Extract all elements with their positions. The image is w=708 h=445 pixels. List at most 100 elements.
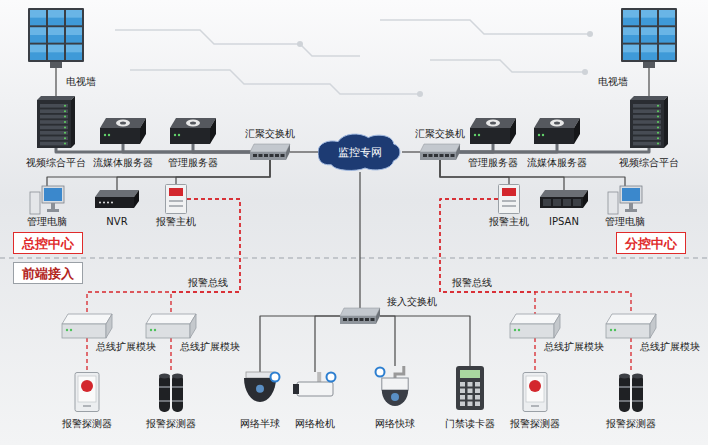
panel-part [531,405,539,407]
rack-part [630,96,668,100]
module-part [510,324,554,338]
ipsan-part [583,190,588,208]
device-label: 流媒体服务器 [93,157,153,169]
device-label: 网络枪机 [295,418,335,430]
bullet-icon [293,372,337,404]
switch-part [371,318,375,321]
cyl-part [619,374,630,379]
wall-part [48,10,64,18]
module-part [606,314,656,324]
wall-part [659,27,675,35]
wall-part [48,45,64,53]
device-label: 总线扩展模块 [180,341,240,353]
alarm-part [499,185,520,214]
cyl-part [632,386,643,388]
nvr-part [95,197,134,208]
section-tag: 前端接入 [13,262,83,284]
ipsan-part [573,199,581,206]
rack-part [64,105,66,107]
card-reader: 门禁读卡器 [456,366,484,410]
server-part [210,118,216,144]
speed-part [382,378,408,390]
wall-part [30,45,46,60]
tv-wall: 电视墙 [28,8,84,68]
module-part [62,314,112,324]
network-line [380,316,395,366]
module-part [610,329,612,331]
device-label: 管理电脑 [27,216,67,228]
wall-part [659,27,675,42]
server-part [174,134,176,136]
node-label: 分控中心 [617,237,685,251]
module-part [190,314,196,338]
rack-part [40,142,68,146]
module-part [606,324,650,338]
switch-part [354,318,358,321]
rack-part [633,131,661,135]
rack-part [37,96,75,100]
server-part [116,120,130,127]
module-part [66,329,68,331]
reader-part [468,402,473,407]
switch-part [360,318,364,321]
server-part [104,134,106,136]
module-part [70,329,72,331]
module-icon [62,314,112,338]
wall-part [641,27,657,42]
alarm-bus-line [87,199,240,314]
rack-part [64,126,66,128]
switch-part [434,154,438,157]
node-label: 总控中心 [14,237,82,251]
nvr-part [107,202,109,204]
alarm-part [169,205,183,207]
ipsan-storage: IPSAN [540,190,588,208]
switch-part [420,152,456,160]
wall-part [48,45,64,60]
module-part [514,329,516,331]
switch-part [365,318,369,321]
rack-part [37,100,71,148]
server-part [554,122,560,125]
wall-part [66,45,82,53]
module-part [106,314,112,338]
management-server: 管理服务器 [170,118,216,144]
ipsan-icon [540,190,588,208]
nvr-icon [95,190,139,208]
rack-part [633,126,661,130]
nvr-part [134,190,139,208]
module-part [150,329,152,331]
switch-part [286,144,290,160]
switch-part [250,152,286,160]
cyl-part [632,374,643,379]
pc-icon [30,186,64,214]
alarm-detector: 报警探测器 [158,372,184,412]
bullet-part [297,382,333,396]
circuit-trace [430,60,585,72]
switch-part [340,316,376,324]
cyl-part [619,400,630,402]
alarm-bus-line [534,338,535,372]
switch-part [343,318,347,321]
wall-part [30,27,46,35]
server-part [574,118,580,144]
speed-part [382,390,408,406]
module-part [62,324,106,338]
bus-module: 总线扩展模块 [606,314,656,338]
pc-part [51,203,55,209]
alarm-host: 报警主机 [498,184,520,214]
center-tag: 总控中心 [13,232,83,254]
device-label: 门禁读卡器 [445,418,495,430]
server-part [470,118,516,128]
reader-part [475,395,480,400]
device-label: 总线扩展模块 [640,341,700,353]
network-line [55,68,56,96]
rack-part [40,126,68,130]
server-part [170,118,216,128]
switch-part [440,154,444,157]
wall-icon [28,8,84,68]
server-icon [470,118,516,144]
dome-part [244,378,276,402]
dome-part [271,373,280,382]
server-part [120,122,126,125]
